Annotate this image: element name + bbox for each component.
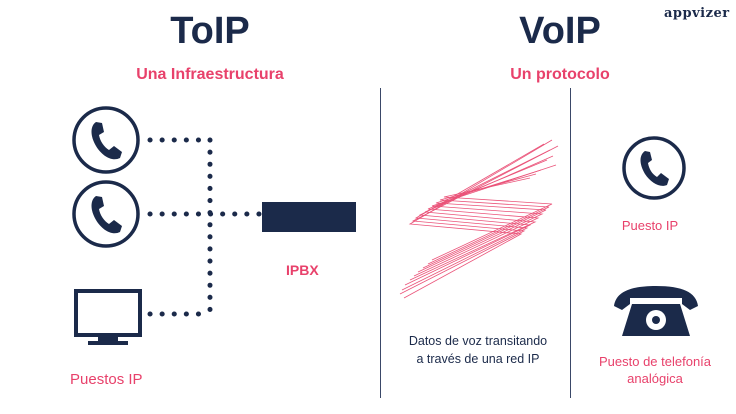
section-divider bbox=[570, 88, 571, 398]
voip-subtitle: Un protocolo bbox=[510, 66, 610, 83]
ipbx-label: IPBX bbox=[286, 262, 319, 278]
voip-title: VoIP bbox=[519, 10, 601, 52]
toip-title: ToIP bbox=[170, 10, 250, 52]
ip-phone-icon bbox=[72, 180, 140, 248]
computer-monitor-icon bbox=[74, 289, 142, 345]
toip-subtitle: Una Infraestructura bbox=[136, 66, 284, 83]
puesto-ip-label: Puesto IP bbox=[621, 218, 679, 233]
dotted-connectors bbox=[147, 137, 265, 317]
section-divider bbox=[380, 88, 381, 398]
ip-phone-icon bbox=[622, 136, 686, 200]
appvizer-logo: appvizer bbox=[664, 6, 730, 21]
signal-transfer-icon bbox=[399, 139, 559, 299]
analog-phone-label: Puesto de telefonía analógica bbox=[598, 354, 712, 386]
ip-phone-icon bbox=[72, 106, 140, 174]
ipbx-device-icon bbox=[262, 202, 356, 232]
puestos-ip-label: Puestos IP bbox=[70, 371, 143, 388]
transit-description: Datos de voz transitando a través de una… bbox=[408, 334, 548, 366]
analog-phone-icon bbox=[614, 286, 698, 336]
